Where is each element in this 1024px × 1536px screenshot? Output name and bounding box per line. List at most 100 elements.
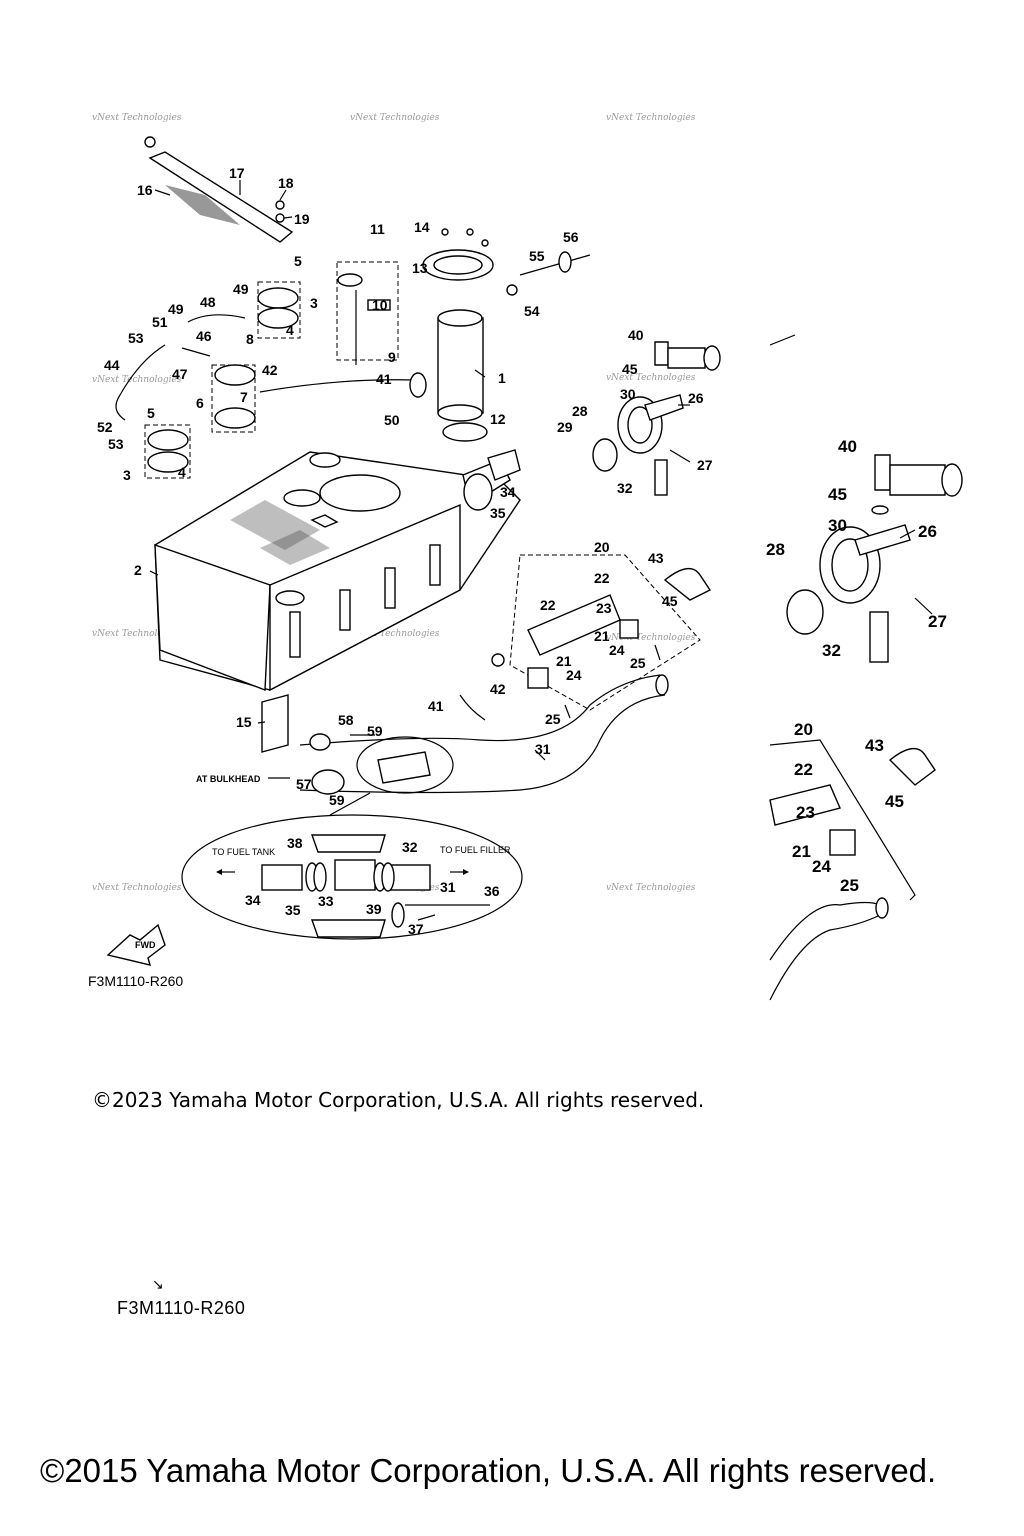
- callout-17: 17: [229, 165, 245, 181]
- callout-14: 14: [414, 219, 430, 235]
- callout-20: 20: [594, 539, 610, 555]
- callout-4: 4: [286, 322, 294, 338]
- callout-45: 45: [622, 361, 638, 377]
- watermark: vNext Technologies: [350, 113, 440, 123]
- callout-32: 32: [822, 641, 841, 660]
- copyright-2023: ©2023 Yamaha Motor Corporation, U.S.A. A…: [92, 1088, 705, 1112]
- callout-24: 24: [566, 667, 582, 683]
- callout-23: 23: [596, 600, 612, 616]
- callout-30: 30: [620, 386, 636, 402]
- callout-2: 2: [134, 562, 142, 578]
- callout-36: 36: [484, 883, 500, 899]
- callout-9: 9: [388, 349, 396, 365]
- bulkhead-fitting: [309, 733, 454, 795]
- callout-23: 23: [796, 803, 815, 822]
- watermark: vNext Technologies: [92, 375, 182, 385]
- callout-25: 25: [545, 711, 561, 727]
- callout-19: 19: [294, 211, 310, 227]
- callout-41: 41: [376, 371, 392, 387]
- callout-13: 13: [412, 260, 428, 276]
- callout-15: 15: [236, 714, 252, 730]
- callout-40: 40: [838, 437, 857, 456]
- callout-35: 35: [490, 505, 506, 521]
- to-fuel-tank-label: TO FUEL TANK: [212, 847, 275, 857]
- callout-12: 12: [490, 411, 506, 427]
- hose-43: [663, 567, 712, 601]
- rings-left: [144, 281, 301, 479]
- watermark: vNext Technologies: [606, 633, 696, 643]
- callout-25: 25: [630, 655, 646, 671]
- watermark: vNext Technologies: [92, 629, 182, 639]
- callout-48: 48: [200, 294, 216, 310]
- callout-21: 21: [556, 653, 572, 669]
- filler-neck-zoomed: [769, 334, 963, 1001]
- callout-45: 45: [885, 792, 904, 811]
- figure-code-bottom: F3M1110-R260: [117, 1298, 246, 1318]
- callout-33: 33: [318, 893, 334, 909]
- callout-46: 46: [196, 328, 212, 344]
- callout-22: 22: [540, 597, 556, 613]
- callout-49: 49: [168, 301, 184, 317]
- callout-45: 45: [828, 485, 847, 504]
- watermark: vNext Technologies: [92, 113, 182, 123]
- callout-42: 42: [262, 362, 278, 378]
- callout-24: 24: [609, 642, 625, 658]
- callout-16: 16: [137, 182, 153, 198]
- filler-hose: [299, 653, 669, 794]
- callout-43: 43: [865, 736, 884, 755]
- callout-58: 58: [338, 712, 354, 728]
- callout-22: 22: [794, 760, 813, 779]
- filler-neck-upper: [592, 341, 721, 496]
- callout-59: 59: [367, 723, 383, 739]
- callout-35: 35: [285, 902, 301, 918]
- callout-51: 51: [152, 314, 168, 330]
- callout-5: 5: [294, 253, 302, 269]
- callout-31: 31: [440, 879, 456, 895]
- callout-32: 32: [617, 480, 633, 496]
- callout-26: 26: [688, 390, 704, 406]
- callout-3: 3: [123, 467, 131, 483]
- callout-42: 42: [490, 681, 506, 697]
- callout-4: 4: [178, 464, 186, 480]
- clamp-50: [409, 372, 427, 398]
- callout-6: 6: [196, 395, 204, 411]
- callout-30: 30: [828, 516, 847, 535]
- callout-32: 32: [402, 839, 418, 855]
- canister-assembly: [509, 554, 701, 719]
- callout-20: 20: [794, 720, 813, 739]
- callout-34: 34: [500, 484, 516, 500]
- callout-59: 59: [329, 792, 345, 808]
- to-fuel-filler-label: TO FUEL FILLER: [440, 845, 511, 855]
- callout-43: 43: [648, 550, 664, 566]
- callout-54: 54: [524, 303, 540, 319]
- callout-28: 28: [766, 540, 785, 559]
- callout-25: 25: [840, 876, 859, 895]
- callout-11: 11: [370, 221, 385, 237]
- callout-44: 44: [104, 357, 120, 373]
- callout-41: 41: [428, 698, 444, 714]
- callout-24: 24: [812, 857, 831, 876]
- callout-10: 10: [372, 297, 388, 313]
- copyright-2015: ©2015 Yamaha Motor Corporation, U.S.A. A…: [40, 1452, 937, 1489]
- callout-47: 47: [172, 366, 188, 382]
- callout-34: 34: [245, 892, 261, 908]
- callout-28: 28: [572, 403, 588, 419]
- hold-down-strap: [144, 136, 294, 243]
- callout-31: 31: [535, 741, 551, 757]
- callout-22: 22: [594, 570, 610, 586]
- callout-57: 57: [296, 776, 312, 792]
- watermark: vNext Technologies: [606, 373, 696, 383]
- callout-21: 21: [792, 842, 811, 861]
- callout-45: 45: [662, 593, 678, 609]
- watermark: vNext Technologies: [606, 113, 696, 123]
- annotations: AT BULKHEAD TO FUEL TANK TO FUEL FILLER …: [88, 774, 511, 989]
- arrow-tick-icon: ↘: [152, 1276, 164, 1292]
- callout-3: 3: [310, 295, 318, 311]
- figure-code: F3M1110-R260: [88, 973, 183, 989]
- callout-21: 21: [594, 628, 610, 644]
- callout-56: 56: [563, 229, 579, 245]
- callout-5: 5: [147, 405, 155, 421]
- pad-15: [261, 694, 289, 753]
- watermark: vNext Technologies: [92, 883, 182, 893]
- fuel-tank: [154, 451, 521, 692]
